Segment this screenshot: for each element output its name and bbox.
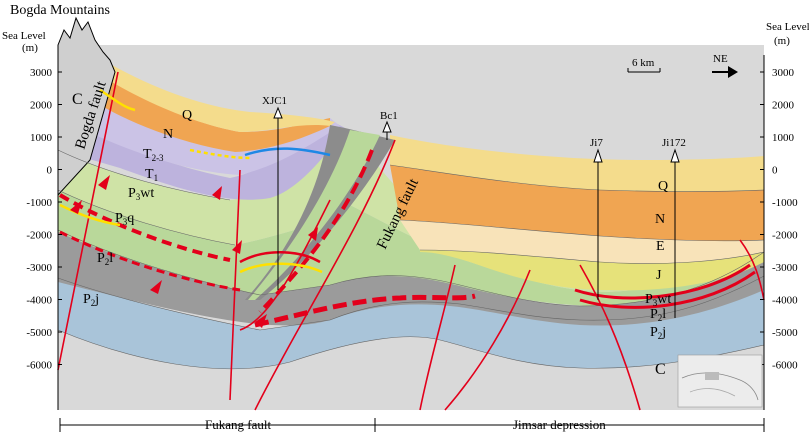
layer-p2j	[58, 276, 764, 369]
right-tick-1: 2000	[772, 100, 795, 112]
layer-label-t1: T1	[145, 167, 158, 183]
layer-label-p3wt-left: P3wt	[128, 186, 154, 202]
bottom-extent	[59, 418, 765, 432]
right-tick-7: -4000	[772, 295, 798, 307]
well-bc1-icon	[382, 120, 392, 140]
left-tick-labels: 3000 2000 1000 0 -1000 -2000 -3000 -4000 -5000 -6…	[26, 67, 62, 372]
layer-label-n-left: N	[163, 127, 173, 142]
left-tick-7: -4000	[26, 295, 52, 307]
fault-ji7-b	[444, 269, 531, 411]
well-label-bc1: Bc1	[380, 110, 398, 122]
scale-bar	[627, 68, 661, 73]
well-ji7-icon	[593, 148, 603, 300]
layer-label-q-right: Q	[658, 179, 668, 194]
left-tick-3: 0	[47, 165, 53, 177]
left-tick-2: 1000	[30, 132, 53, 144]
arrow-1	[98, 175, 110, 190]
fukang-fault-line	[254, 139, 396, 411]
reservoir-lenses	[59, 88, 331, 274]
left-tick-5: -2000	[26, 230, 52, 242]
inset-location-map	[677, 354, 763, 408]
north-arrow-icon	[712, 66, 738, 78]
fault-right-edge	[739, 239, 765, 301]
layer-label-p2l-right: P2l	[650, 307, 666, 323]
right-tick-0: 3000	[772, 67, 795, 79]
mountain-title: Bogda Mountains	[10, 3, 110, 18]
bottom-label-fukang: Fukang fault	[205, 417, 271, 432]
arrow-2	[70, 200, 82, 214]
fukang-green-band	[248, 130, 380, 300]
left-tick-6: -3000	[26, 262, 52, 274]
arrow-4	[212, 186, 222, 200]
thrust-arrows	[70, 175, 318, 328]
right-tick-3: 0	[772, 165, 778, 177]
arrow-5	[232, 240, 242, 254]
arrow-7	[308, 227, 318, 241]
fault-xjc1-left	[229, 169, 241, 401]
left-tick-1: 2000	[30, 100, 53, 112]
well-ji172-icon	[670, 148, 680, 318]
well-label-xjc1: XJC1	[262, 95, 287, 107]
right-axis-label: Sea Level	[766, 21, 809, 33]
fault-ji7-a	[419, 264, 456, 411]
right-tick-6: -3000	[772, 262, 798, 274]
scale-bar-label: 6 km	[632, 57, 655, 69]
well-xjc1-icon	[273, 106, 283, 290]
layer-label-p3q: P3q	[115, 211, 134, 227]
layer-t1	[58, 120, 345, 200]
arrow-3	[150, 280, 162, 294]
right-tick-8: -5000	[772, 327, 798, 339]
left-axis-unit: (m)	[22, 42, 38, 54]
bogda-mountains	[57, 16, 116, 197]
layer-j-right	[420, 250, 764, 291]
layer-boundaries	[57, 149, 765, 370]
layer-label-n-right: N	[655, 212, 665, 227]
layer-n-left	[100, 75, 330, 152]
layer-label-p2j-left: P2j	[83, 292, 99, 308]
fault-xjc1-right	[239, 199, 331, 331]
layer-label-j-right: J	[656, 268, 662, 283]
layer-label-p2l-left: P2l	[97, 251, 113, 267]
right-tick-9: -6000	[772, 360, 798, 372]
layer-label-p2j-right: P2j	[650, 325, 666, 341]
layer-label-c-right: C	[655, 361, 666, 378]
left-tick-4: -1000	[26, 197, 52, 209]
layer-q-right	[390, 135, 764, 192]
right-axis-unit: (m)	[774, 35, 790, 47]
left-axis-label: Sea Level	[2, 30, 46, 42]
layer-label-c-left: C	[72, 91, 83, 108]
left-tick-8: -5000	[26, 327, 52, 339]
right-tick-5: -2000	[772, 230, 798, 242]
layer-label-t23: T2-3	[143, 147, 164, 163]
wells	[273, 106, 680, 318]
arrow-6	[255, 314, 267, 328]
right-tick-4: -1000	[772, 197, 798, 209]
layer-label-e-right: E	[656, 239, 665, 254]
well-label-ji7: Ji7	[590, 137, 603, 149]
left-tick-9: -6000	[26, 360, 52, 372]
layer-p3q	[58, 190, 764, 306]
bottom-label-jimsar: Jimsar depression	[513, 417, 606, 432]
north-arrow-label: NE	[713, 53, 728, 65]
layer-t23	[95, 100, 340, 175]
right-tick-labels: 3000 2000 1000 0 -1000 -2000 -3000 -4000 -5000 -6…	[760, 67, 798, 372]
layer-label-p3wt-right: P3wt	[645, 292, 671, 308]
left-tick-0: 3000	[30, 67, 53, 79]
fault-ji172	[579, 264, 641, 411]
layer-n-right	[390, 165, 764, 241]
right-tick-2: 1000	[772, 132, 795, 144]
well-label-ji172: Ji172	[662, 137, 686, 149]
layer-label-q-left: Q	[182, 108, 192, 123]
